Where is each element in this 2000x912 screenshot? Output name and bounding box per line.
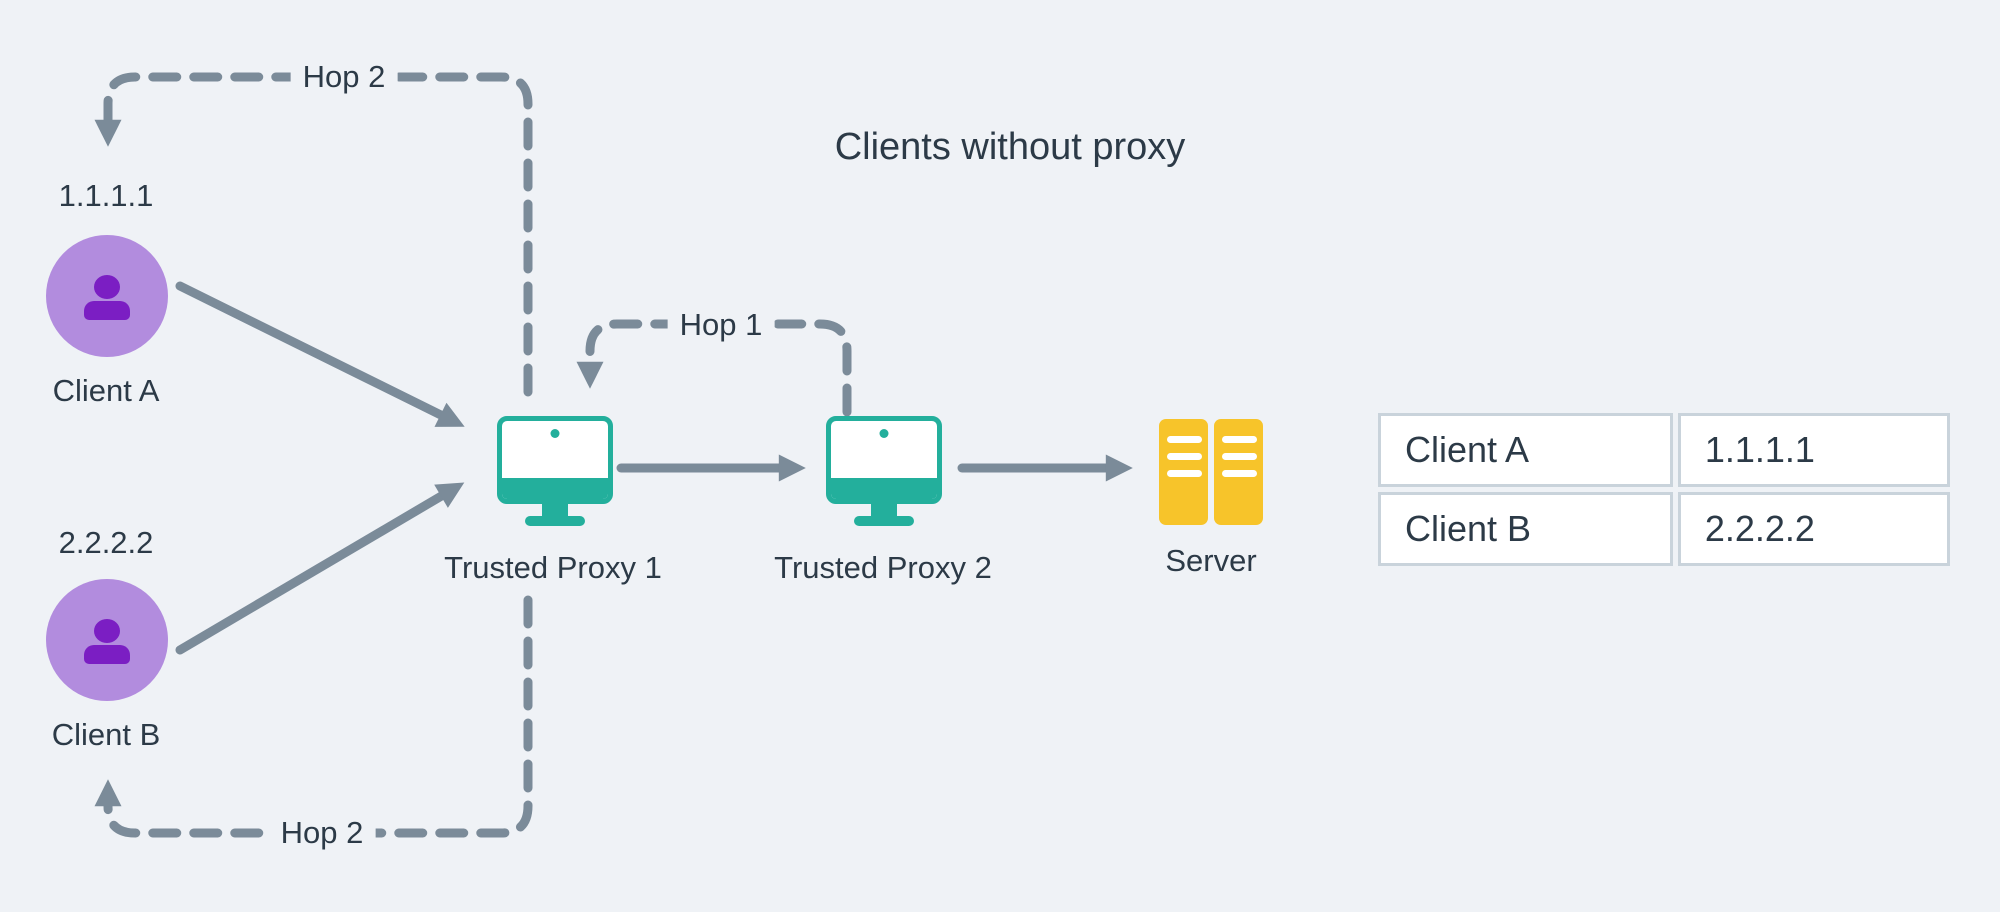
- person-icon: [46, 235, 168, 357]
- client-b-ip-label: 2.2.2.2: [58, 524, 154, 560]
- client-b-avatar: [46, 579, 168, 701]
- server-tower-icon: [1159, 419, 1208, 525]
- table-cell-client-b-ip: 2.2.2.2: [1677, 492, 1950, 566]
- hop2-top-label: Hop 2: [290, 59, 398, 95]
- client-a-name-label: Client A: [52, 372, 160, 408]
- server-tower-icon: [1214, 419, 1263, 525]
- arrow-client-b-to-proxy1: [175, 482, 465, 655]
- client-a-avatar: [46, 235, 168, 357]
- camera-dot-icon: [879, 429, 889, 438]
- person-icon: [46, 579, 168, 701]
- server-label: Server: [1165, 542, 1257, 578]
- hop2-bottom-label: Hop 2: [268, 815, 376, 851]
- table-cell-client-a-name: Client A: [1378, 413, 1673, 487]
- diagram-title: Clients without proxy: [834, 126, 1186, 169]
- hop1-label: Hop 1: [667, 307, 775, 343]
- table-row: Client A 1.1.1.1: [1378, 413, 1950, 487]
- table-cell-client-a-ip: 1.1.1.1: [1677, 413, 1950, 487]
- hop2-bottom-path: [94, 595, 533, 838]
- proxy2-label: Trusted Proxy 2: [774, 549, 992, 585]
- hop2-top-path: [94, 72, 533, 397]
- proxy1-monitor-icon: [497, 416, 613, 526]
- client-a-ip-label: 1.1.1.1: [58, 177, 154, 213]
- table-cell-client-b-name: Client B: [1378, 492, 1673, 566]
- table-row: Client B 2.2.2.2: [1378, 492, 1950, 566]
- arrow-client-a-to-proxy1: [175, 281, 465, 427]
- camera-dot-icon: [550, 429, 560, 438]
- proxy1-label: Trusted Proxy 1: [444, 549, 662, 585]
- proxy2-monitor-icon: [826, 416, 942, 526]
- server-icon: [1159, 419, 1263, 525]
- client-ip-table: Client A 1.1.1.1 Client B 2.2.2.2: [1373, 408, 1955, 571]
- client-b-name-label: Client B: [51, 716, 161, 752]
